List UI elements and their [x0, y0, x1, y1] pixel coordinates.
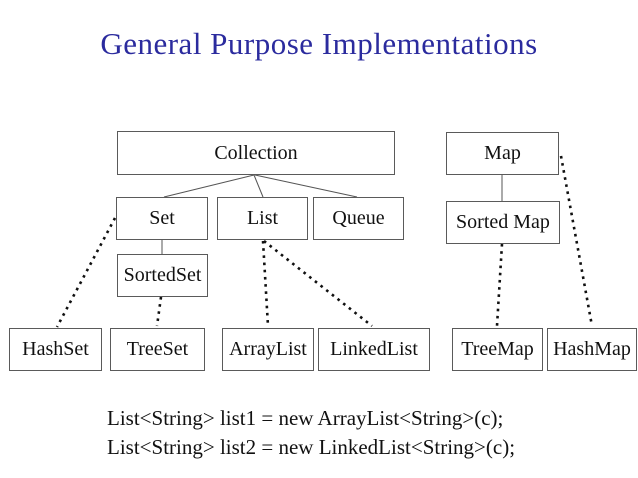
node-linkedlist: LinkedList: [318, 328, 430, 371]
code-line-1: List<String> list1 = new ArrayList<Strin…: [107, 406, 504, 430]
code-line-2: List<String> list2 = new LinkedList<Stri…: [107, 435, 516, 459]
node-queue: Queue: [313, 197, 404, 240]
node-treemap: TreeMap: [452, 328, 543, 371]
code-snippet: List<String> list1 = new ArrayList<Strin…: [107, 404, 515, 462]
node-sortedset: SortedSet: [117, 254, 208, 297]
node-sorted-map: Sorted Map: [446, 201, 560, 244]
edge-collection-list: [253, 174, 264, 198]
node-hashset: HashSet: [9, 328, 102, 371]
edge-sortedset-treeset: [155, 296, 163, 327]
node-collection: Collection: [117, 131, 395, 175]
edge-sortedmap-treemap: [495, 243, 504, 327]
edge-list-linkedlist: [263, 239, 373, 328]
edge-set-hashset: [55, 217, 117, 328]
edge-collection-queue: [254, 174, 358, 198]
edge-map-hashmap: [559, 155, 594, 327]
node-set: Set: [116, 197, 208, 240]
node-hashmap: HashMap: [547, 328, 637, 371]
page-title: General Purpose Implementations: [100, 26, 538, 61]
node-arraylist: ArrayList: [222, 328, 314, 371]
node-list: List: [217, 197, 308, 240]
edge-list-arraylist: [261, 240, 270, 327]
edge-collection-set: [163, 174, 255, 198]
node-treeset: TreeSet: [110, 328, 205, 371]
node-map: Map: [446, 132, 559, 175]
